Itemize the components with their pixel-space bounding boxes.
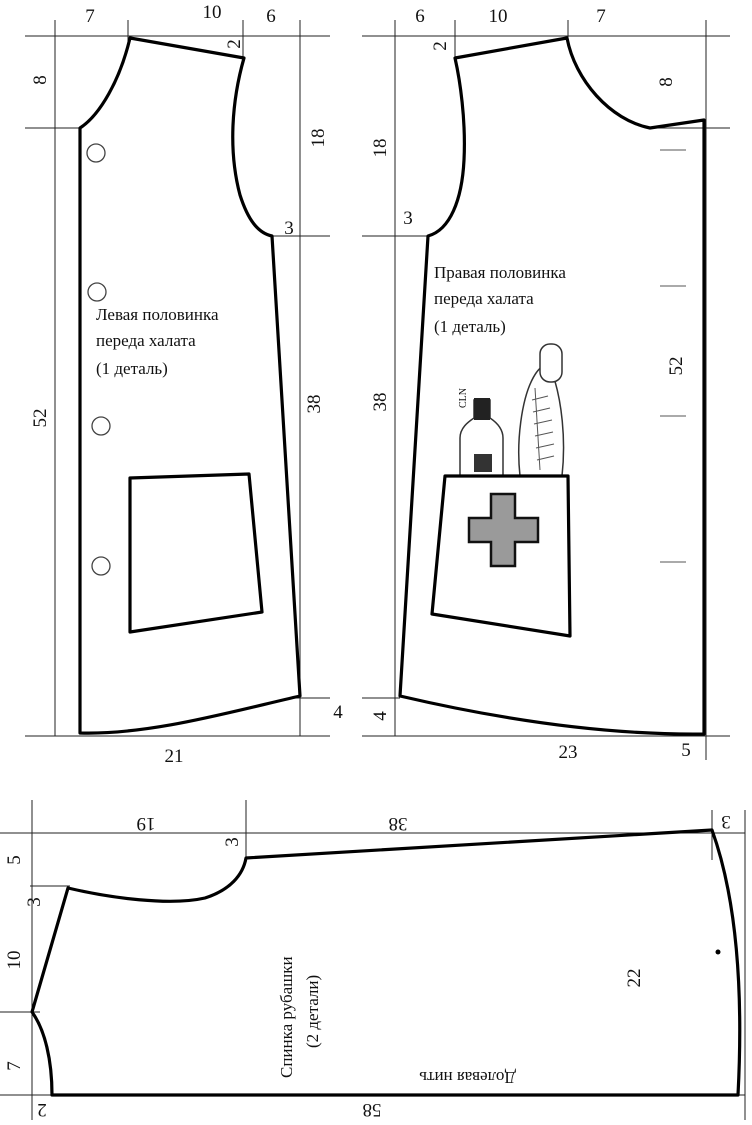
left-front-pocket	[128, 472, 264, 634]
button-circle	[91, 556, 111, 576]
dim-hem-ext: 5	[681, 740, 691, 761]
dim-hem-width: 23	[559, 742, 578, 763]
dim-neck-drop: 8	[656, 77, 677, 87]
dim-front-length: 52	[666, 357, 687, 376]
dim-side-length: 38	[304, 395, 325, 414]
dim-top-c: 7	[596, 6, 606, 27]
back-grid	[0, 800, 746, 1120]
right-front-label-2: переда халата	[434, 289, 534, 308]
dim-top-a: 7	[85, 6, 95, 27]
dim-armhole-point: 3	[284, 218, 294, 239]
dim-corner-right: 3	[721, 811, 731, 832]
button-circle	[91, 416, 111, 436]
dim-hem-rise: 4	[333, 702, 343, 723]
dim-top-c: 6	[266, 6, 276, 27]
bottle-icon: CLN	[458, 388, 504, 477]
left-front-outline	[78, 36, 302, 735]
dim-front-length: 52	[30, 409, 51, 428]
button-circle	[86, 143, 106, 163]
right-front-pocket	[430, 474, 572, 638]
dim-armhole-point: 3	[403, 208, 413, 229]
right-front-label-3: (1 деталь)	[434, 317, 506, 336]
back-label-2: (2 детали)	[303, 975, 322, 1048]
dim-top-b: 38	[389, 813, 408, 834]
dim-left-top: 5	[4, 855, 25, 865]
left-front-label-1: Левая половинка	[96, 305, 219, 324]
right-front-label-1: Правая половинка	[434, 263, 566, 282]
dim-side-length: 38	[370, 393, 391, 412]
dim-neck-drop: 8	[30, 75, 51, 85]
grain-line-label: Долевая нить	[419, 1068, 516, 1087]
left-front-buttons	[86, 143, 111, 576]
dim-armhole-depth: 18	[370, 139, 391, 158]
thermometer-icon	[518, 343, 565, 477]
dim-right-side: 22	[624, 969, 645, 988]
dim-top-b: 10	[203, 2, 222, 23]
dim-left-mid: 10	[4, 951, 25, 970]
dim-left-bottom: 7	[4, 1061, 25, 1071]
medical-cross-icon	[467, 492, 540, 568]
right-front-grid	[362, 20, 730, 760]
right-front-piece: CLN 6 10 7	[362, 6, 730, 763]
right-front-ticks	[660, 149, 686, 563]
left-front-label-3: (1 деталь)	[96, 359, 168, 378]
dim-top-b: 10	[489, 6, 508, 27]
dim-top-a: 6	[415, 6, 425, 27]
dim-hem-rise: 4	[370, 711, 391, 721]
dim-bottom-corner: 2	[37, 1099, 47, 1120]
dim-bottom-len: 58	[363, 1099, 382, 1120]
back-dot	[715, 949, 721, 955]
left-front-grid	[25, 20, 330, 737]
dim-shoulder-slope: 2	[430, 41, 451, 51]
right-front-outline	[398, 36, 706, 736]
left-front-label-2: переда халата	[96, 331, 196, 350]
dim-armhole-depth: 18	[308, 129, 329, 148]
dim-shoulder-slope: 2	[224, 39, 245, 49]
bottle-text: CLN	[458, 388, 469, 408]
left-front-piece: 7 10 6 8 2 18 3 38 52 4 21 Левая половин…	[25, 2, 343, 767]
back-outline	[30, 828, 742, 1097]
back-piece: 19 38 3 3 3 5 10 7 22 58 2 Спинка рубашк…	[0, 800, 746, 1120]
dim-corner-left: 3	[24, 897, 45, 907]
button-circle	[87, 282, 107, 302]
dim-corner-mid: 3	[222, 837, 243, 847]
dim-top-a: 19	[137, 813, 156, 834]
back-label-1: Спинка рубашки	[277, 956, 296, 1078]
right-front-pocket-art: CLN	[430, 343, 572, 638]
dim-hem-width: 21	[165, 746, 184, 767]
